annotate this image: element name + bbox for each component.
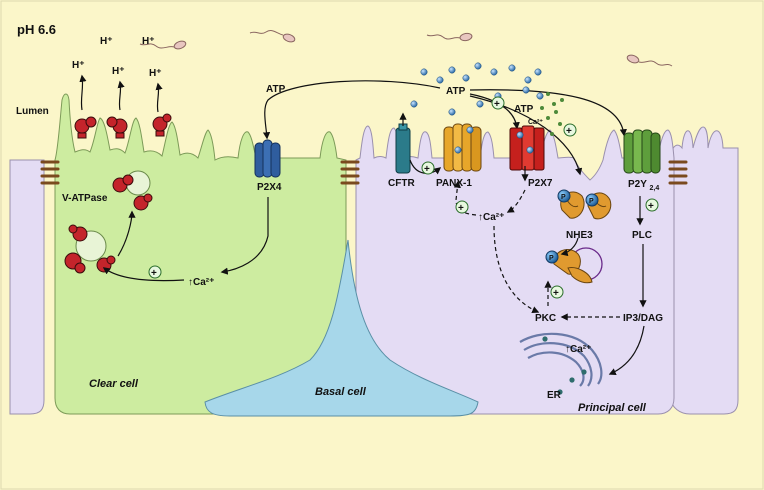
tight-junction-middle — [340, 160, 360, 185]
svg-text:P: P — [561, 194, 566, 201]
v-atpase-pumps — [74, 113, 172, 139]
p2x7-channel — [509, 125, 545, 171]
h-plus-label: H⁺ — [112, 66, 125, 77]
calcium-ions — [540, 92, 564, 136]
phosphate-icon: P — [557, 189, 571, 203]
atp-molecules — [410, 62, 544, 154]
basal-cell — [204, 239, 479, 417]
stimulation-plus-icon: + — [421, 161, 435, 175]
basal-cell-label: Basal cell — [315, 386, 367, 398]
svg-text:+: + — [494, 99, 500, 110]
sperm-4 — [626, 54, 673, 67]
ca-label-principal: ↑Ca²⁺ — [478, 212, 504, 223]
tight-junction-right — [668, 160, 688, 185]
svg-text:+: + — [648, 201, 654, 212]
p2x4-label: P2X4 — [257, 182, 282, 193]
p2x7-label: P2X7 — [528, 178, 553, 189]
atp-label-center: ATP — [446, 86, 466, 97]
proton-secretion: H⁺ H⁺ H⁺ H⁺ H⁺ — [72, 36, 163, 113]
p2y-label-main: P2Y — [628, 179, 647, 190]
sperm-1 — [139, 40, 187, 50]
h-plus-label: H⁺ — [72, 60, 85, 71]
clear-cell-label: Clear cell — [89, 378, 139, 390]
stimulation-plus-icon: + — [491, 96, 505, 110]
sperm-cells — [139, 30, 673, 67]
tight-junction-left — [40, 160, 60, 185]
left-principal-cell-fragment — [9, 159, 45, 415]
svg-text:P: P — [549, 255, 554, 262]
stimulation-plus-icon: + — [455, 200, 469, 214]
principal-cell-label: Principal cell — [578, 402, 647, 414]
svg-text:+: + — [458, 203, 464, 214]
er-calcium-ions — [542, 336, 587, 395]
ph-label: pH 6.6 — [17, 22, 56, 37]
cftr-channel — [395, 123, 411, 174]
p2y-label: P2Y 2,4 — [628, 179, 659, 192]
plc-label: PLC — [632, 230, 652, 241]
v-atpase-icon — [106, 116, 128, 139]
v-atpase-vesicles — [64, 170, 153, 274]
cftr-label: CFTR — [388, 178, 415, 189]
phosphate-icon: P — [545, 250, 559, 264]
svg-text:+: + — [151, 268, 157, 279]
endoplasmic-reticulum — [519, 332, 603, 387]
v-atpase-icon — [152, 113, 172, 137]
panx1-label: PANX-1 — [436, 178, 472, 189]
stimulation-plus-icon: + — [550, 285, 564, 299]
svg-text:+: + — [553, 288, 559, 299]
sperm-3 — [426, 32, 473, 42]
sperm-2 — [249, 30, 296, 43]
er-label: ER — [547, 390, 562, 401]
stimulation-plus-icon: + — [563, 123, 577, 137]
phosphate-icon: P — [585, 193, 599, 207]
right-principal-cell-fragment — [669, 126, 739, 415]
ip3-dag-label: IP3/DAG — [623, 313, 663, 324]
v-atpase-icon — [64, 174, 153, 274]
pkc-label: PKC — [535, 313, 556, 324]
p2x4-channel — [254, 139, 281, 178]
p2y-receptor — [623, 129, 661, 174]
ca-label-er: ↑Ca²⁺ — [565, 344, 591, 355]
svg-text:+: + — [424, 164, 430, 175]
v-atpase-icon — [74, 116, 97, 139]
atp-label-p2x7: ATP — [514, 104, 534, 115]
stimulation-plus-icon: + — [645, 198, 659, 212]
ca-label-clear: ↑Ca²⁺ — [188, 277, 214, 288]
p2y-label-subscript: 2,4 — [650, 185, 660, 192]
ca-label-p2x7: Ca²⁺ — [528, 119, 543, 126]
svg-text:+: + — [566, 126, 572, 137]
h-plus-label: H⁺ — [100, 36, 113, 47]
v-atpase-label: V-ATPase — [62, 193, 108, 204]
lumen-label: Lumen — [16, 106, 49, 117]
h-plus-label: H⁺ — [142, 36, 155, 47]
svg-text:P: P — [589, 198, 594, 205]
atp-label-left: ATP — [266, 84, 286, 95]
nhe3-label: NHE3 — [566, 230, 593, 241]
h-plus-label: H⁺ — [149, 68, 162, 79]
panx1-channel — [443, 123, 482, 172]
stimulation-plus-icon: + — [148, 265, 162, 279]
